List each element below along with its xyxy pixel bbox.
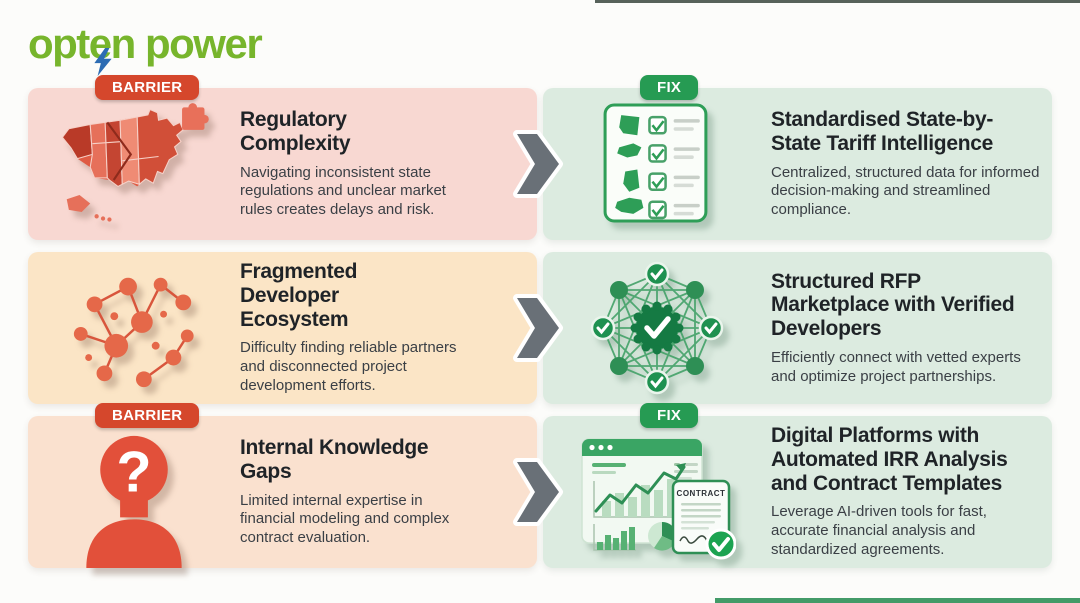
- row-regulatory: BARRIER: [28, 75, 1052, 240]
- svg-text:?: ?: [116, 441, 151, 505]
- fix-badge: FIX: [640, 403, 699, 428]
- fix-description: Leverage AI-driven tools for fast, accur…: [771, 503, 987, 558]
- fix-description: Centralized, structured data for informe…: [771, 163, 1040, 219]
- barrier-card-ecosystem: Fragmented Developer Ecosystem Difficult…: [28, 252, 537, 404]
- barrier-title: Regulatory Complexity: [240, 108, 351, 155]
- row-knowledge: BARRIER ? Internal Knowledge Gaps Limite…: [28, 403, 1052, 568]
- state-checklist-icon: [603, 103, 708, 223]
- verified-network-icon: [590, 261, 724, 395]
- arrow-right-icon: [513, 458, 563, 526]
- us-map-puzzle-icon: [61, 103, 209, 222]
- fix-card-marketplace: Structured RFP Marketplace with Verified…: [543, 252, 1052, 404]
- barrier-badge: BARRIER: [95, 403, 200, 428]
- bottom-edge-bar: [715, 598, 1080, 603]
- fix-description: Efficiently connect with vetted experts …: [771, 348, 1021, 385]
- logo-text: opten power: [28, 20, 263, 67]
- fix-card-tariff: FIX: [543, 75, 1052, 240]
- arrow-right-icon: [513, 294, 563, 362]
- arrow-right-icon: [513, 130, 563, 198]
- barrier-description: Limited internal expertise in financial …: [240, 491, 450, 547]
- top-edge-line: [595, 0, 1080, 3]
- barrier-description: Navigating inconsistent state regulation…: [240, 163, 446, 219]
- dashboard-contract-icon: CONTRACT: [581, 438, 736, 560]
- fix-title: Digital Platforms with Automated IRR Ana…: [771, 424, 1008, 495]
- row-ecosystem: Fragmented Developer Ecosystem Difficult…: [28, 252, 1052, 404]
- barrier-card-regulatory: BARRIER: [28, 75, 537, 240]
- barrier-description: Difficulty finding reliable partners and…: [240, 339, 457, 394]
- lightning-bolt-icon: [94, 48, 112, 76]
- fix-title: Standardised State-by-State Tariff Intel…: [771, 108, 994, 155]
- fix-card-platforms: FIX: [543, 403, 1052, 568]
- logo: opten power: [28, 18, 263, 76]
- barrier-title: Fragmented Developer Ecosystem: [240, 260, 358, 331]
- fix-title: Structured RFP Marketplace with Verified…: [771, 269, 1015, 341]
- fragmented-network-icon: [73, 277, 194, 388]
- contract-label: CONTRACT: [677, 489, 726, 498]
- fix-badge: FIX: [640, 75, 699, 100]
- barrier-badge: BARRIER: [95, 75, 200, 100]
- barrier-title: Internal Knowledge Gaps: [240, 436, 429, 483]
- head-question-icon: ?: [86, 435, 182, 568]
- barrier-fix-grid: BARRIER: [28, 75, 1052, 580]
- barrier-card-knowledge: BARRIER ? Internal Knowledge Gaps Limite…: [28, 403, 537, 568]
